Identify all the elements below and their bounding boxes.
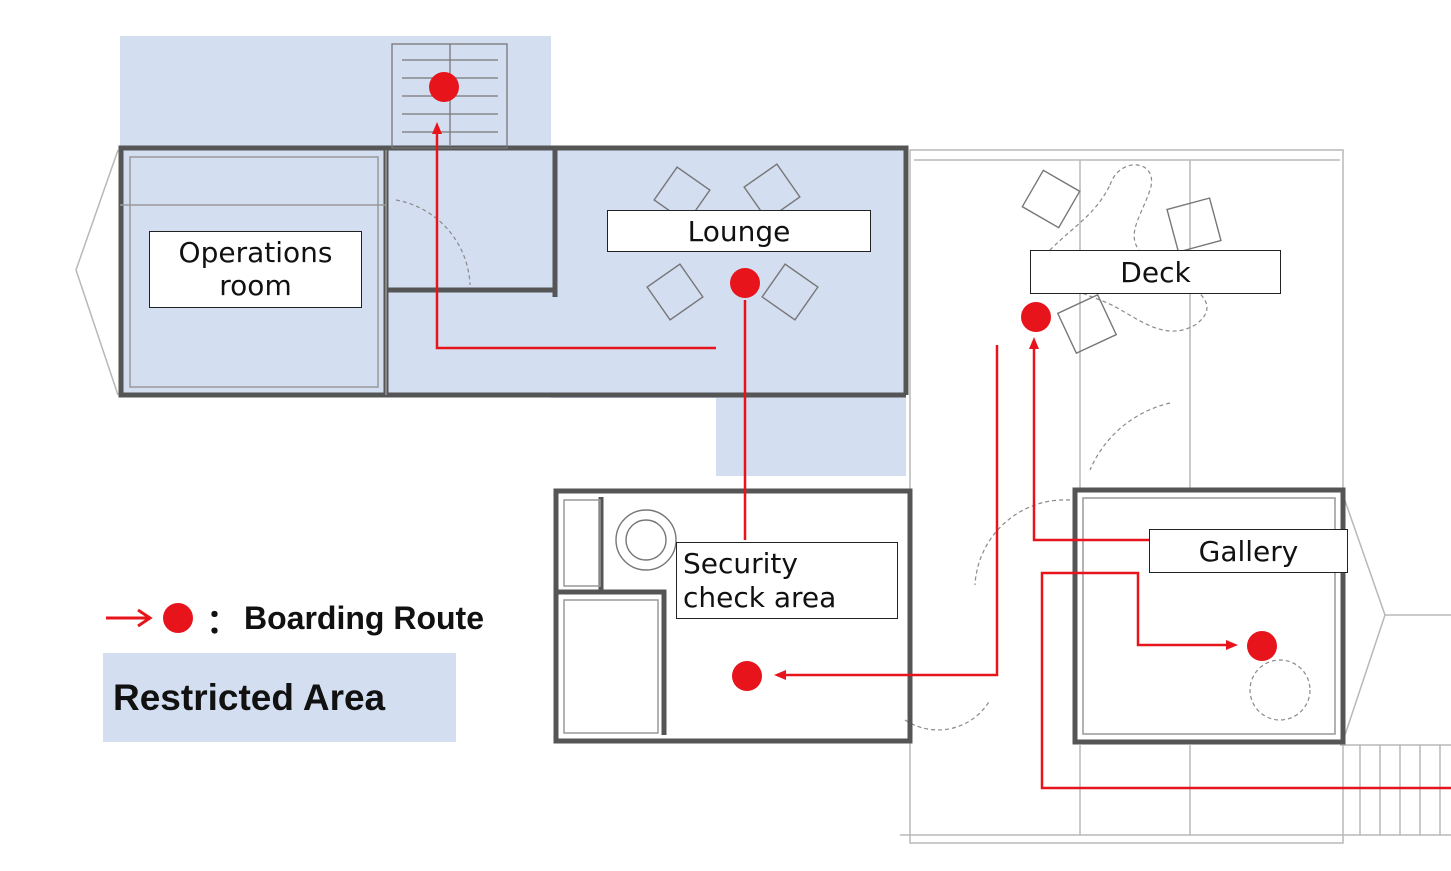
label-lounge: Lounge bbox=[607, 210, 871, 252]
boarding-points bbox=[429, 72, 1277, 691]
boarding-point-stairs bbox=[429, 72, 459, 102]
boarding-point-gallery bbox=[1247, 631, 1277, 661]
wall-inner bbox=[120, 150, 1336, 735]
legend-restricted-text: Restricted Area bbox=[113, 676, 386, 718]
boarding-point-security bbox=[732, 661, 762, 691]
deck-outline bbox=[75, 149, 1451, 844]
boarding-point-deck bbox=[1021, 302, 1051, 332]
boarding-point-lounge bbox=[730, 268, 760, 298]
legend-restricted-area: Restricted Area bbox=[103, 653, 456, 742]
sink-fixture bbox=[615, 509, 677, 571]
legend-boarding-route: ： Boarding Route bbox=[104, 596, 484, 641]
route-arrow-dot-icon bbox=[106, 603, 193, 633]
label-deck: Deck bbox=[1030, 250, 1281, 294]
walls bbox=[118, 145, 1346, 745]
legend-route-text: Boarding Route bbox=[244, 599, 484, 636]
boarding-route bbox=[432, 122, 1451, 790]
label-security-check-area: Security check area bbox=[676, 542, 898, 619]
legend-separator: ： bbox=[206, 602, 240, 641]
label-operations-room: Operations room bbox=[149, 231, 362, 308]
label-gallery: Gallery bbox=[1149, 529, 1348, 573]
